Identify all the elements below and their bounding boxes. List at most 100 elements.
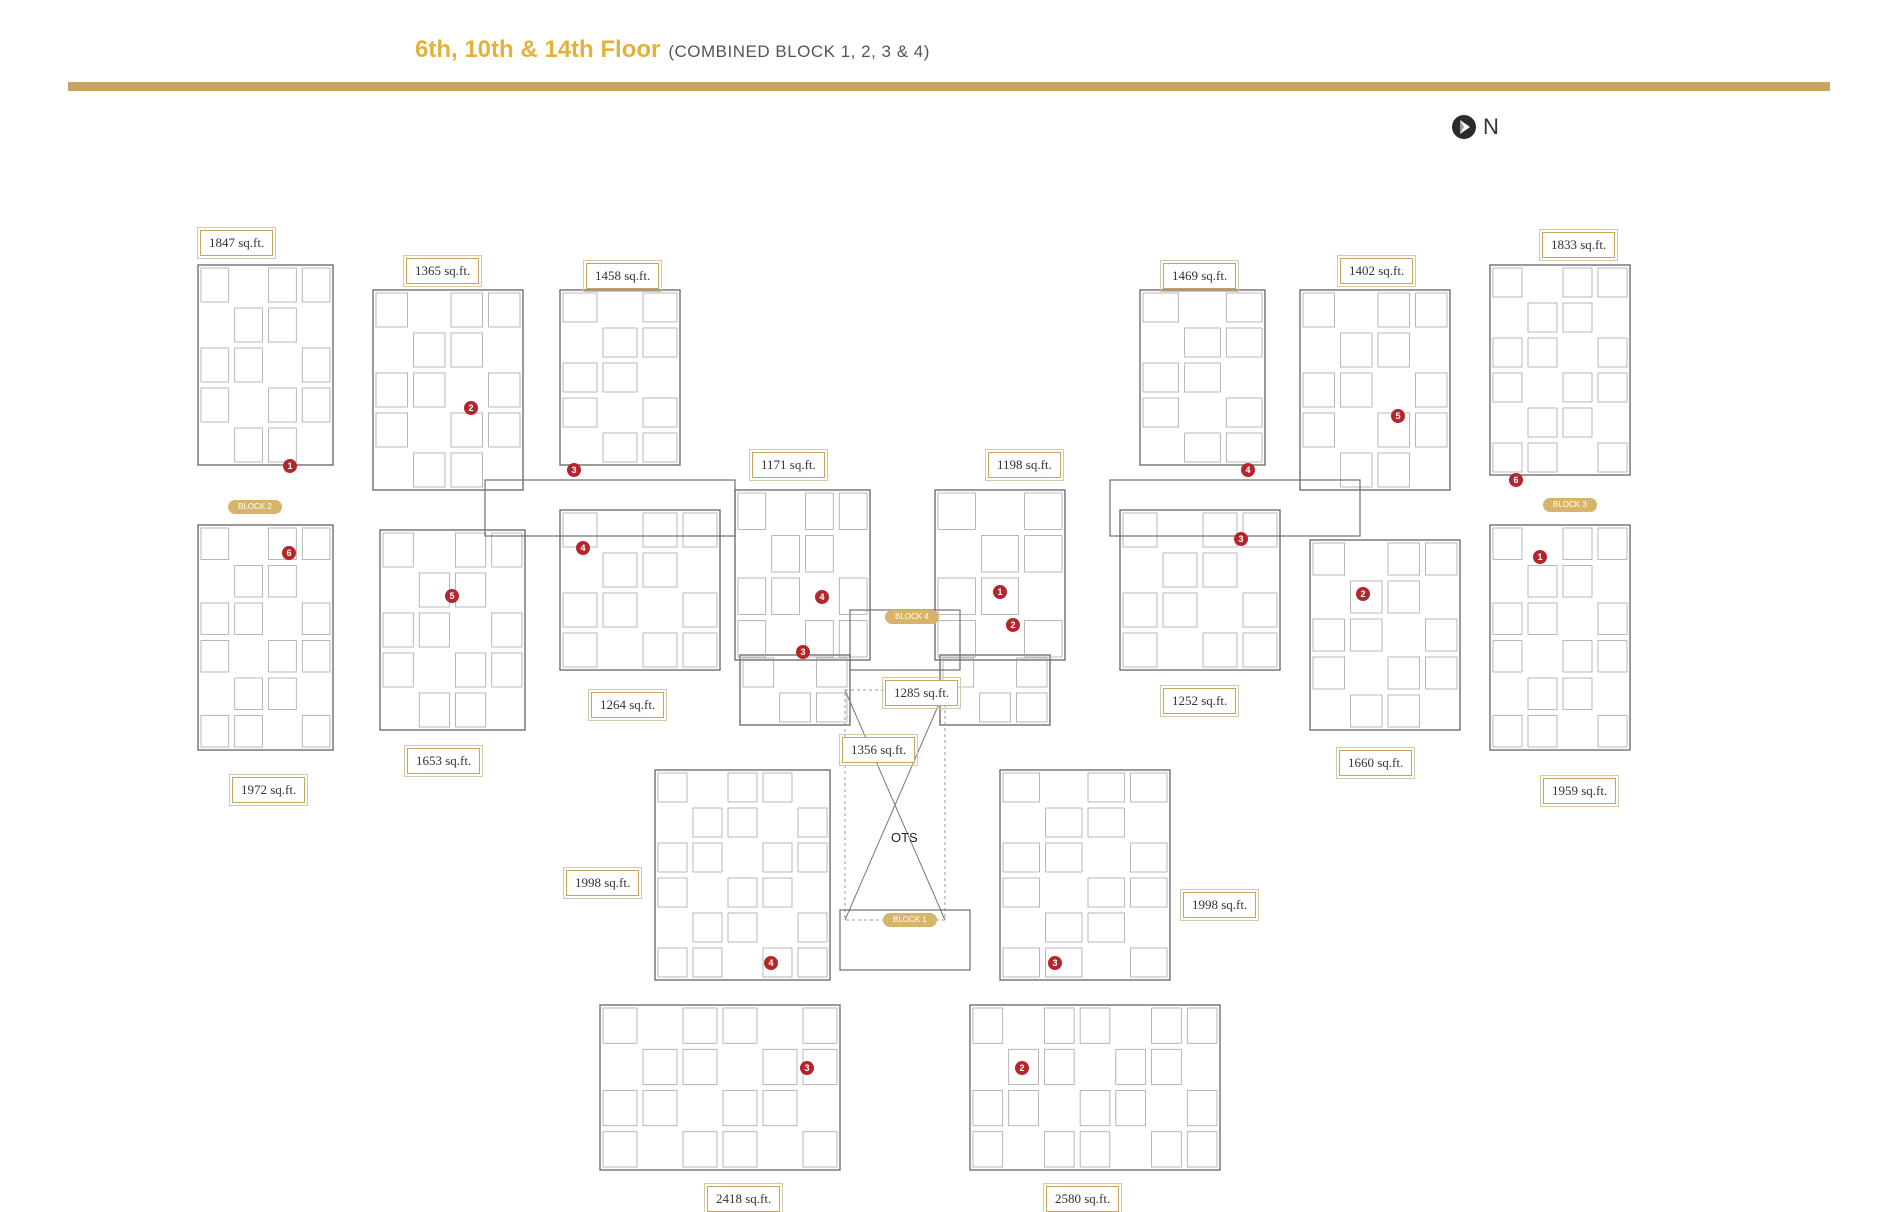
room-outline	[418, 612, 450, 648]
room-outline	[1492, 640, 1523, 673]
area-tag: 1660 sq.ft.	[1335, 747, 1416, 779]
room-outline	[722, 1007, 758, 1044]
room-outline	[657, 877, 688, 908]
room-outline	[1142, 362, 1180, 393]
room-outline	[1130, 772, 1168, 803]
room-outline	[815, 692, 848, 723]
room-outline	[737, 577, 767, 615]
area-tag: 1356 sq.ft.	[838, 734, 919, 766]
room-outline	[1008, 1090, 1039, 1127]
room-outline	[1562, 372, 1593, 403]
room-outline	[1562, 565, 1593, 598]
room-outline	[200, 387, 230, 423]
unit-number-marker: 4	[1241, 463, 1255, 477]
room-outline	[1350, 580, 1383, 614]
room-outline	[1377, 292, 1410, 328]
room-outline	[200, 347, 230, 383]
apartment-outline	[1309, 539, 1461, 731]
room-outline	[1184, 432, 1221, 463]
room-outline	[805, 620, 834, 658]
area-tag: 1833 sq.ft.	[1538, 229, 1619, 261]
room-outline	[268, 565, 297, 598]
area-tag: 1469 sq.ft.	[1159, 260, 1240, 292]
room-outline	[1492, 267, 1523, 298]
room-outline	[692, 807, 723, 838]
room-outline	[942, 657, 975, 688]
apartment-outline	[379, 529, 526, 731]
room-outline	[450, 412, 483, 448]
room-outline	[1387, 542, 1420, 576]
unit-number-marker: 6	[282, 546, 296, 560]
apartment-outline	[197, 524, 334, 751]
room-outline	[1312, 618, 1345, 652]
unit-number-marker: 2	[1006, 618, 1020, 632]
unit-number-marker: 3	[796, 645, 810, 659]
unit-number-marker: 3	[1048, 956, 1062, 970]
unit-number-marker: 3	[1234, 532, 1248, 546]
apartment-outline	[559, 509, 721, 671]
area-tag: 1458 sq.ft.	[582, 260, 663, 292]
north-indicator: N	[1451, 110, 1521, 144]
room-outline	[1302, 372, 1335, 408]
room-outline	[657, 842, 688, 873]
unit-number-marker: 3	[567, 463, 581, 477]
room-outline	[722, 1131, 758, 1168]
room-outline	[979, 692, 1011, 723]
room-outline	[382, 532, 414, 568]
room-outline	[1151, 1131, 1182, 1168]
room-outline	[1130, 842, 1168, 873]
apartment-outline	[1489, 524, 1631, 751]
room-outline	[1186, 1131, 1218, 1168]
block-label: BLOCK 1	[883, 913, 937, 927]
room-outline	[450, 292, 483, 328]
room-outline	[602, 432, 638, 463]
ots-label: OTS	[891, 830, 918, 845]
room-outline	[737, 492, 767, 530]
room-outline	[762, 842, 793, 873]
room-outline	[1302, 412, 1335, 448]
room-outline	[491, 612, 523, 648]
room-outline	[762, 877, 793, 908]
room-outline	[642, 397, 678, 428]
room-outline	[301, 387, 331, 423]
room-outline	[562, 397, 598, 428]
apartment-outline	[1489, 264, 1631, 476]
room-outline	[268, 387, 297, 423]
room-outline	[937, 620, 976, 658]
room-outline	[488, 412, 521, 448]
room-outline	[657, 947, 688, 978]
room-outline	[413, 452, 446, 488]
north-arrow-icon	[1452, 115, 1476, 139]
room-outline	[682, 632, 718, 668]
room-outline	[234, 427, 263, 463]
room-outline	[1597, 640, 1628, 673]
apartment-outline	[734, 489, 871, 661]
room-outline	[1186, 1090, 1218, 1127]
room-outline	[1492, 337, 1523, 368]
room-outline	[1202, 552, 1238, 588]
room-outline	[771, 535, 800, 573]
area-tag: 1171 sq.ft.	[749, 449, 828, 481]
room-outline	[727, 807, 758, 838]
room-outline	[1079, 1007, 1111, 1044]
room-outline	[1130, 947, 1168, 978]
room-outline	[375, 292, 408, 328]
room-outline	[642, 552, 678, 588]
room-outline	[937, 577, 976, 615]
room-outline	[1492, 602, 1523, 635]
room-outline	[375, 372, 408, 408]
room-outline	[1527, 602, 1558, 635]
area-tag: 1365 sq.ft.	[402, 255, 483, 287]
room-outline	[1184, 327, 1221, 358]
room-outline	[1225, 397, 1263, 428]
room-outline	[1597, 442, 1628, 473]
room-outline	[682, 592, 718, 628]
room-outline	[1142, 292, 1180, 323]
room-outline	[268, 427, 297, 463]
unit-number-marker: 4	[576, 541, 590, 555]
area-tag: 1264 sq.ft.	[587, 689, 668, 721]
room-outline	[1312, 542, 1345, 576]
room-outline	[418, 692, 450, 728]
room-outline	[1562, 267, 1593, 298]
room-outline	[268, 677, 297, 710]
